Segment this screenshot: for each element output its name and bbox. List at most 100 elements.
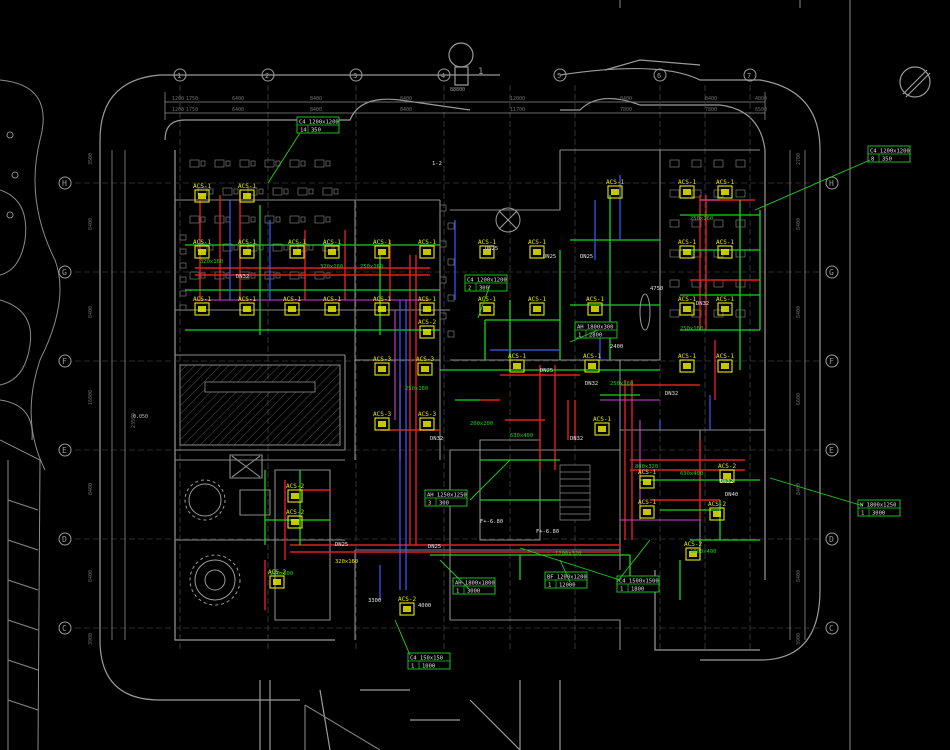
- svg-text:C: C: [62, 624, 67, 633]
- duct-size-labels: 320x160 320x160 250x160 200x200 800x320 …: [200, 216, 717, 577]
- unit-tag: ACS-1: [716, 239, 734, 246]
- pipe-label-8: DN32: [430, 436, 443, 442]
- level-mark: -0.050: [130, 414, 148, 420]
- duct-label-11: 200x200: [270, 571, 293, 577]
- row-bubble-H-left: H: [58, 176, 72, 190]
- fan-coil-unit-36: ACS-2: [286, 509, 304, 529]
- unit-tag: ACS-1: [373, 296, 391, 303]
- unit-tag: ACS-1: [606, 179, 624, 186]
- duct-label-4: 200x200: [470, 421, 493, 427]
- north-arrow-icon: [899, 66, 931, 98]
- left-dim-6: 3900: [88, 633, 94, 645]
- pipe-label-11: DN25: [428, 544, 441, 550]
- row-bubble-C-right: C: [825, 621, 839, 635]
- unit-tag: ACS-2: [286, 483, 304, 490]
- fan-coil-unit-5: ACS-1: [238, 296, 256, 316]
- fan-coil-unit-11: ACS-1: [323, 296, 341, 316]
- fan-coil-unit-42: ACS-2: [398, 596, 416, 616]
- fan-coil-unit-35: ACS-2: [286, 483, 304, 503]
- unit-tag: ACS-2: [684, 541, 702, 548]
- fan-coil-unit-33: ACS-1: [678, 353, 696, 373]
- duct-label-6: 630x400: [680, 471, 703, 477]
- top-dim-8: 4000: [755, 96, 767, 102]
- duct-label-12: 320x160: [335, 559, 358, 565]
- svg-text:2: 2: [265, 72, 269, 80]
- building-outline: [99, 42, 821, 750]
- left-dim-0: 3500: [88, 153, 94, 165]
- column-bubble-7: 7: [743, 68, 757, 82]
- fan-coil-unit-24: ACS-1: [508, 353, 526, 373]
- svg-text:1: 1: [456, 589, 459, 595]
- left-dim-5: 8400: [88, 570, 94, 582]
- unit-tag: ACS-1: [238, 296, 256, 303]
- unit-tag: ACS-1: [478, 239, 496, 246]
- svg-text:C4 1200x1200: C4 1200x1200: [870, 149, 910, 155]
- structural-grid: [75, 85, 820, 650]
- dim-label-c: 4000: [418, 603, 431, 609]
- unit-tag: ACS-2: [398, 596, 416, 603]
- unit-tag: ACS-3: [373, 411, 391, 418]
- unit-tag: ACS-3: [418, 411, 436, 418]
- top-dim2-5: 11700: [510, 107, 525, 113]
- top-dim-4: 8400: [400, 96, 412, 102]
- elevation-label: F+-6.80: [536, 529, 559, 535]
- unit-tag: ACS-1: [418, 296, 436, 303]
- svg-text:350: 350: [882, 157, 892, 163]
- row-bubble-G-left: G: [58, 265, 72, 279]
- left-dim-2: 8400: [88, 306, 94, 318]
- unit-tag: ACS-1: [373, 239, 391, 246]
- svg-text:H: H: [829, 179, 834, 188]
- svg-text:AH 1250x1250: AH 1250x1250: [427, 493, 467, 499]
- left-dim-1: 8400: [88, 218, 94, 230]
- right-dim-4: 8400: [796, 483, 802, 495]
- column-bubble-4: 4: [437, 68, 451, 82]
- row-bubble-C-left: C: [58, 621, 72, 635]
- svg-text:C4 1500x1500: C4 1500x1500: [619, 579, 659, 585]
- fan-coil-unit-7: ACS-1: [323, 239, 341, 259]
- top-dim2-8: 6500: [755, 107, 767, 113]
- left-dim-3: 16800: [88, 390, 94, 405]
- column-bubble-2: 2: [261, 68, 275, 82]
- fan-coil-unit-28: ACS-1: [716, 179, 734, 199]
- pipe-label-12: DN32: [720, 479, 733, 485]
- unit-tag: ACS-1: [586, 296, 604, 303]
- row-bubble-E-right: E: [825, 443, 839, 457]
- fan-coil-unit-13: ACS-1: [418, 296, 436, 316]
- duct-label-9: 250x160: [680, 326, 703, 332]
- svg-text:4: 4: [441, 72, 445, 80]
- fan-coil-unit-29: ACS-1: [678, 239, 696, 259]
- top-dim2-0: 1200: [172, 107, 184, 113]
- stair: [559, 464, 591, 521]
- dim-label-d: 3300: [368, 598, 381, 604]
- duct-label-2: 320x160: [320, 264, 343, 270]
- fan-coil-unit-2: ACS-1: [193, 239, 211, 259]
- fan-coil-unit-15: ACS-3: [373, 356, 391, 376]
- svg-text:7: 7: [747, 72, 751, 80]
- top-dim-3: 8400: [310, 96, 322, 102]
- unit-tag: ACS-2: [708, 501, 726, 508]
- fan-coil-unit-4: ACS-1: [193, 296, 211, 316]
- leader-lines: [267, 132, 871, 656]
- svg-text:G: G: [62, 268, 67, 277]
- svg-text:1: 1: [620, 587, 623, 593]
- top-dim2-6: 7800: [620, 107, 632, 113]
- fan-coil-unit-16: ACS-3: [416, 356, 434, 376]
- unit-tag: ACS-1: [238, 183, 256, 190]
- unit-tag: ACS-2: [718, 463, 736, 470]
- svg-text:F: F: [62, 357, 67, 366]
- svg-text:3: 3: [353, 72, 357, 80]
- fan-coil-unit-10: ACS-1: [283, 296, 301, 316]
- fan-coil-unit-12: ACS-1: [373, 296, 391, 316]
- unit-tag: ACS-1: [716, 179, 734, 186]
- unit-tag: ACS-1: [593, 416, 611, 423]
- unit-tag: ACS-1: [678, 179, 696, 186]
- side-dimension-lines: [111, 150, 806, 640]
- fan-coil-unit-26: ACS-1: [606, 179, 624, 199]
- svg-text:BF 1200x1200: BF 1200x1200: [547, 575, 587, 581]
